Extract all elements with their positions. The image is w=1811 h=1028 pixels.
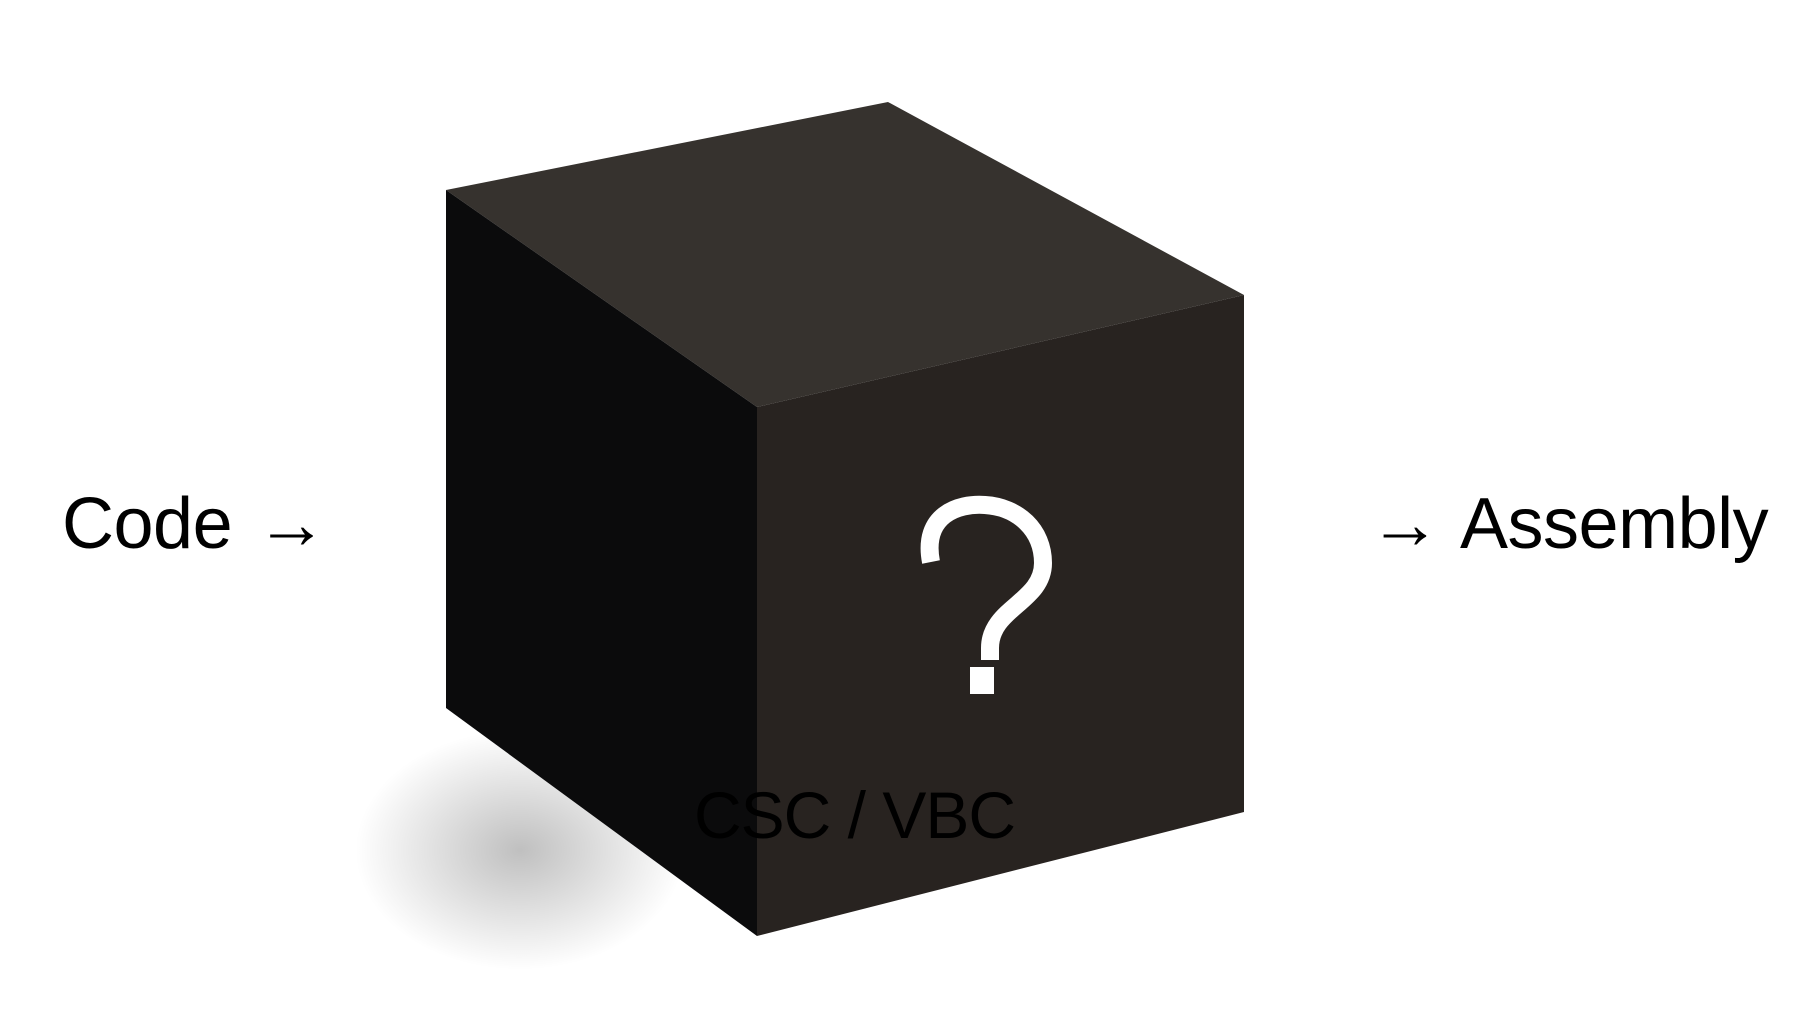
input-arrow-icon: → xyxy=(255,484,328,564)
input-label: Code → xyxy=(62,488,331,560)
compiler-label: CSC / VBC xyxy=(694,778,1016,852)
output-label: → Assembly xyxy=(1365,484,1769,564)
output-text: Assembly xyxy=(1460,484,1769,564)
cube-left-face xyxy=(446,190,757,936)
cube-top-face xyxy=(446,102,1244,407)
output-arrow-icon: → xyxy=(1369,484,1441,564)
input-text: Code xyxy=(62,484,233,564)
question-mark-icon xyxy=(920,495,1052,694)
